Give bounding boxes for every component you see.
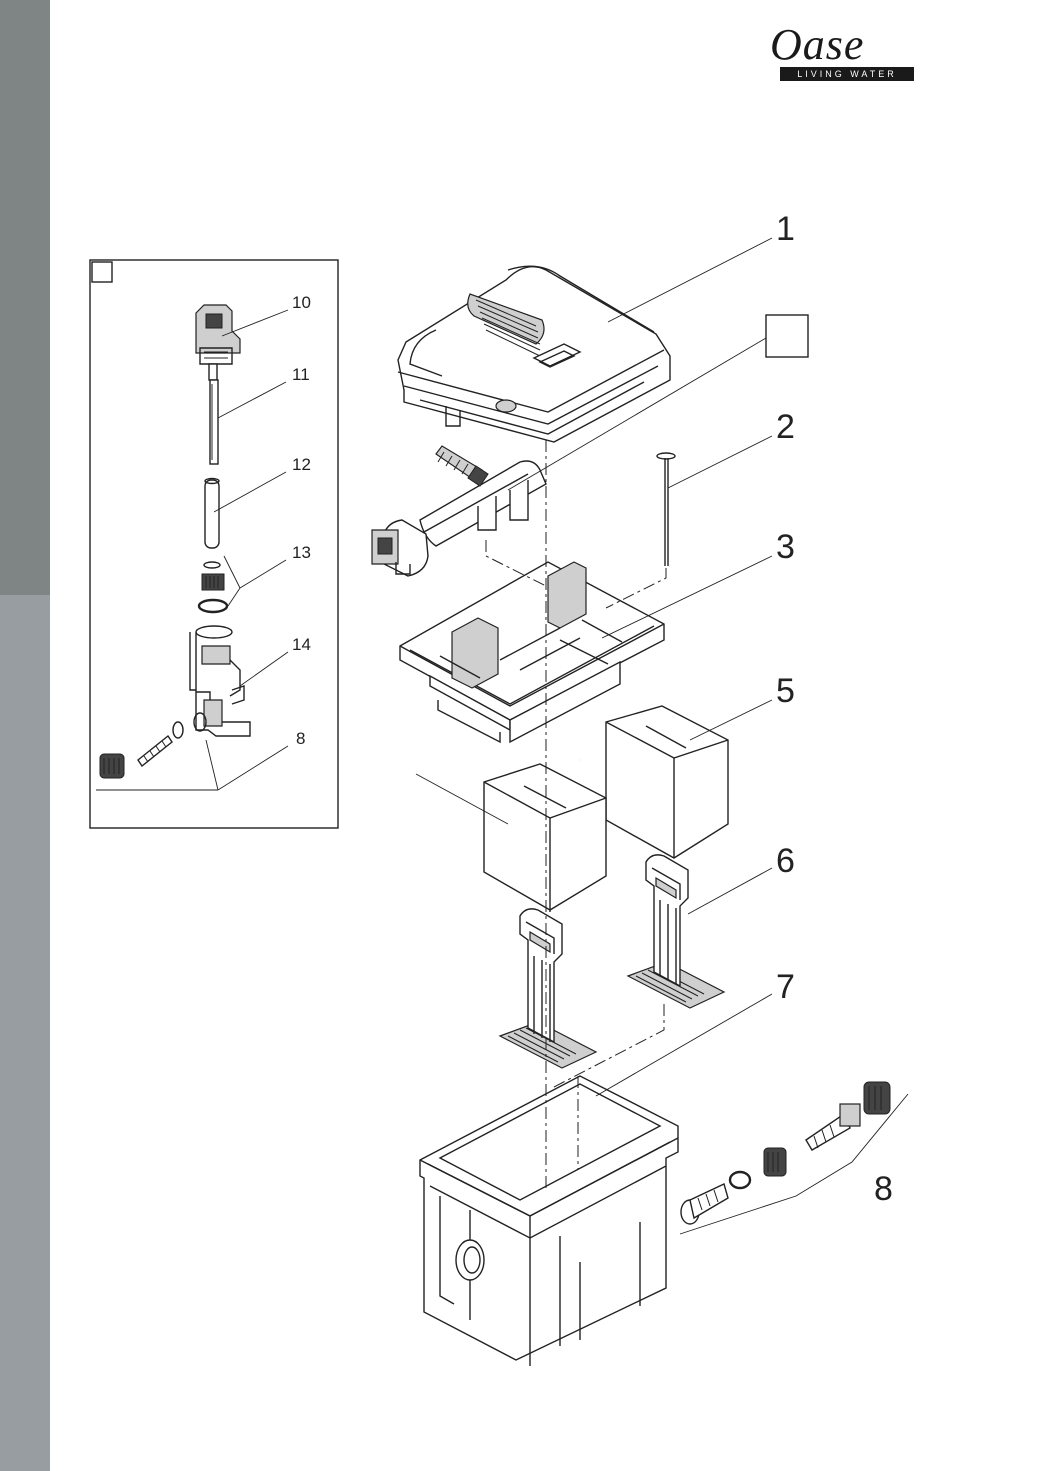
assembly-axis-lines [485,440,667,1190]
inset-label-11: 11 [292,365,310,384]
sidebar-strip-light [0,595,50,1471]
part-5-filter-foam-right [605,705,729,859]
part-2-locking-pin [656,452,676,566]
inset-uvc-lamp [208,363,219,465]
part-1-filter-lid [397,265,671,443]
sidebar-strip-dark [0,0,50,595]
label-part-3: 3 [776,528,795,566]
part-2-label-box [765,314,809,358]
part-7-filter-housing [419,1075,679,1366]
main-uvc-clarifier [371,445,547,577]
inset-union-nut-and-o-ring [197,561,229,614]
label-part-5: 5 [776,672,795,710]
label-part-1: 1 [776,210,795,248]
part-3-filter-tray [399,561,665,744]
inset-uvc-body [189,625,251,737]
label-part-7: 7 [776,968,795,1006]
inset-label-8: 8 [296,729,305,748]
inset-uvc-housing-cap [195,304,241,365]
part-8-hose-fittings [680,1081,891,1225]
inset-label-14: 14 [292,635,311,654]
inset-leader-lines [96,309,289,791]
brush-holder-left [498,908,598,1069]
part-6-brush-holder-right [626,854,726,1009]
inset-label-13: 13 [292,543,311,562]
label-part-8: 8 [874,1170,893,1208]
inset-part-labels: 10 11 12 13 14 8 [292,293,311,748]
brand-logo-wordmark: Oase [770,20,865,69]
inset-quartz-glass [204,477,220,549]
brand-logo: Oase LIVING WATER [770,22,920,84]
filter-foam-left [483,763,607,912]
inset-label-12: 12 [292,455,311,474]
label-part-2: 2 [776,408,795,446]
label-part-6: 6 [776,842,795,880]
main-part-labels: 1 2 3 5 6 7 8 [776,210,893,1208]
inset-hose-tail-and-nut [99,721,184,779]
inset-frame [89,259,339,829]
main-leader-lines [415,237,909,1235]
brand-logo-tagline: LIVING WATER [780,67,914,81]
inset-label-10: 10 [292,293,311,312]
